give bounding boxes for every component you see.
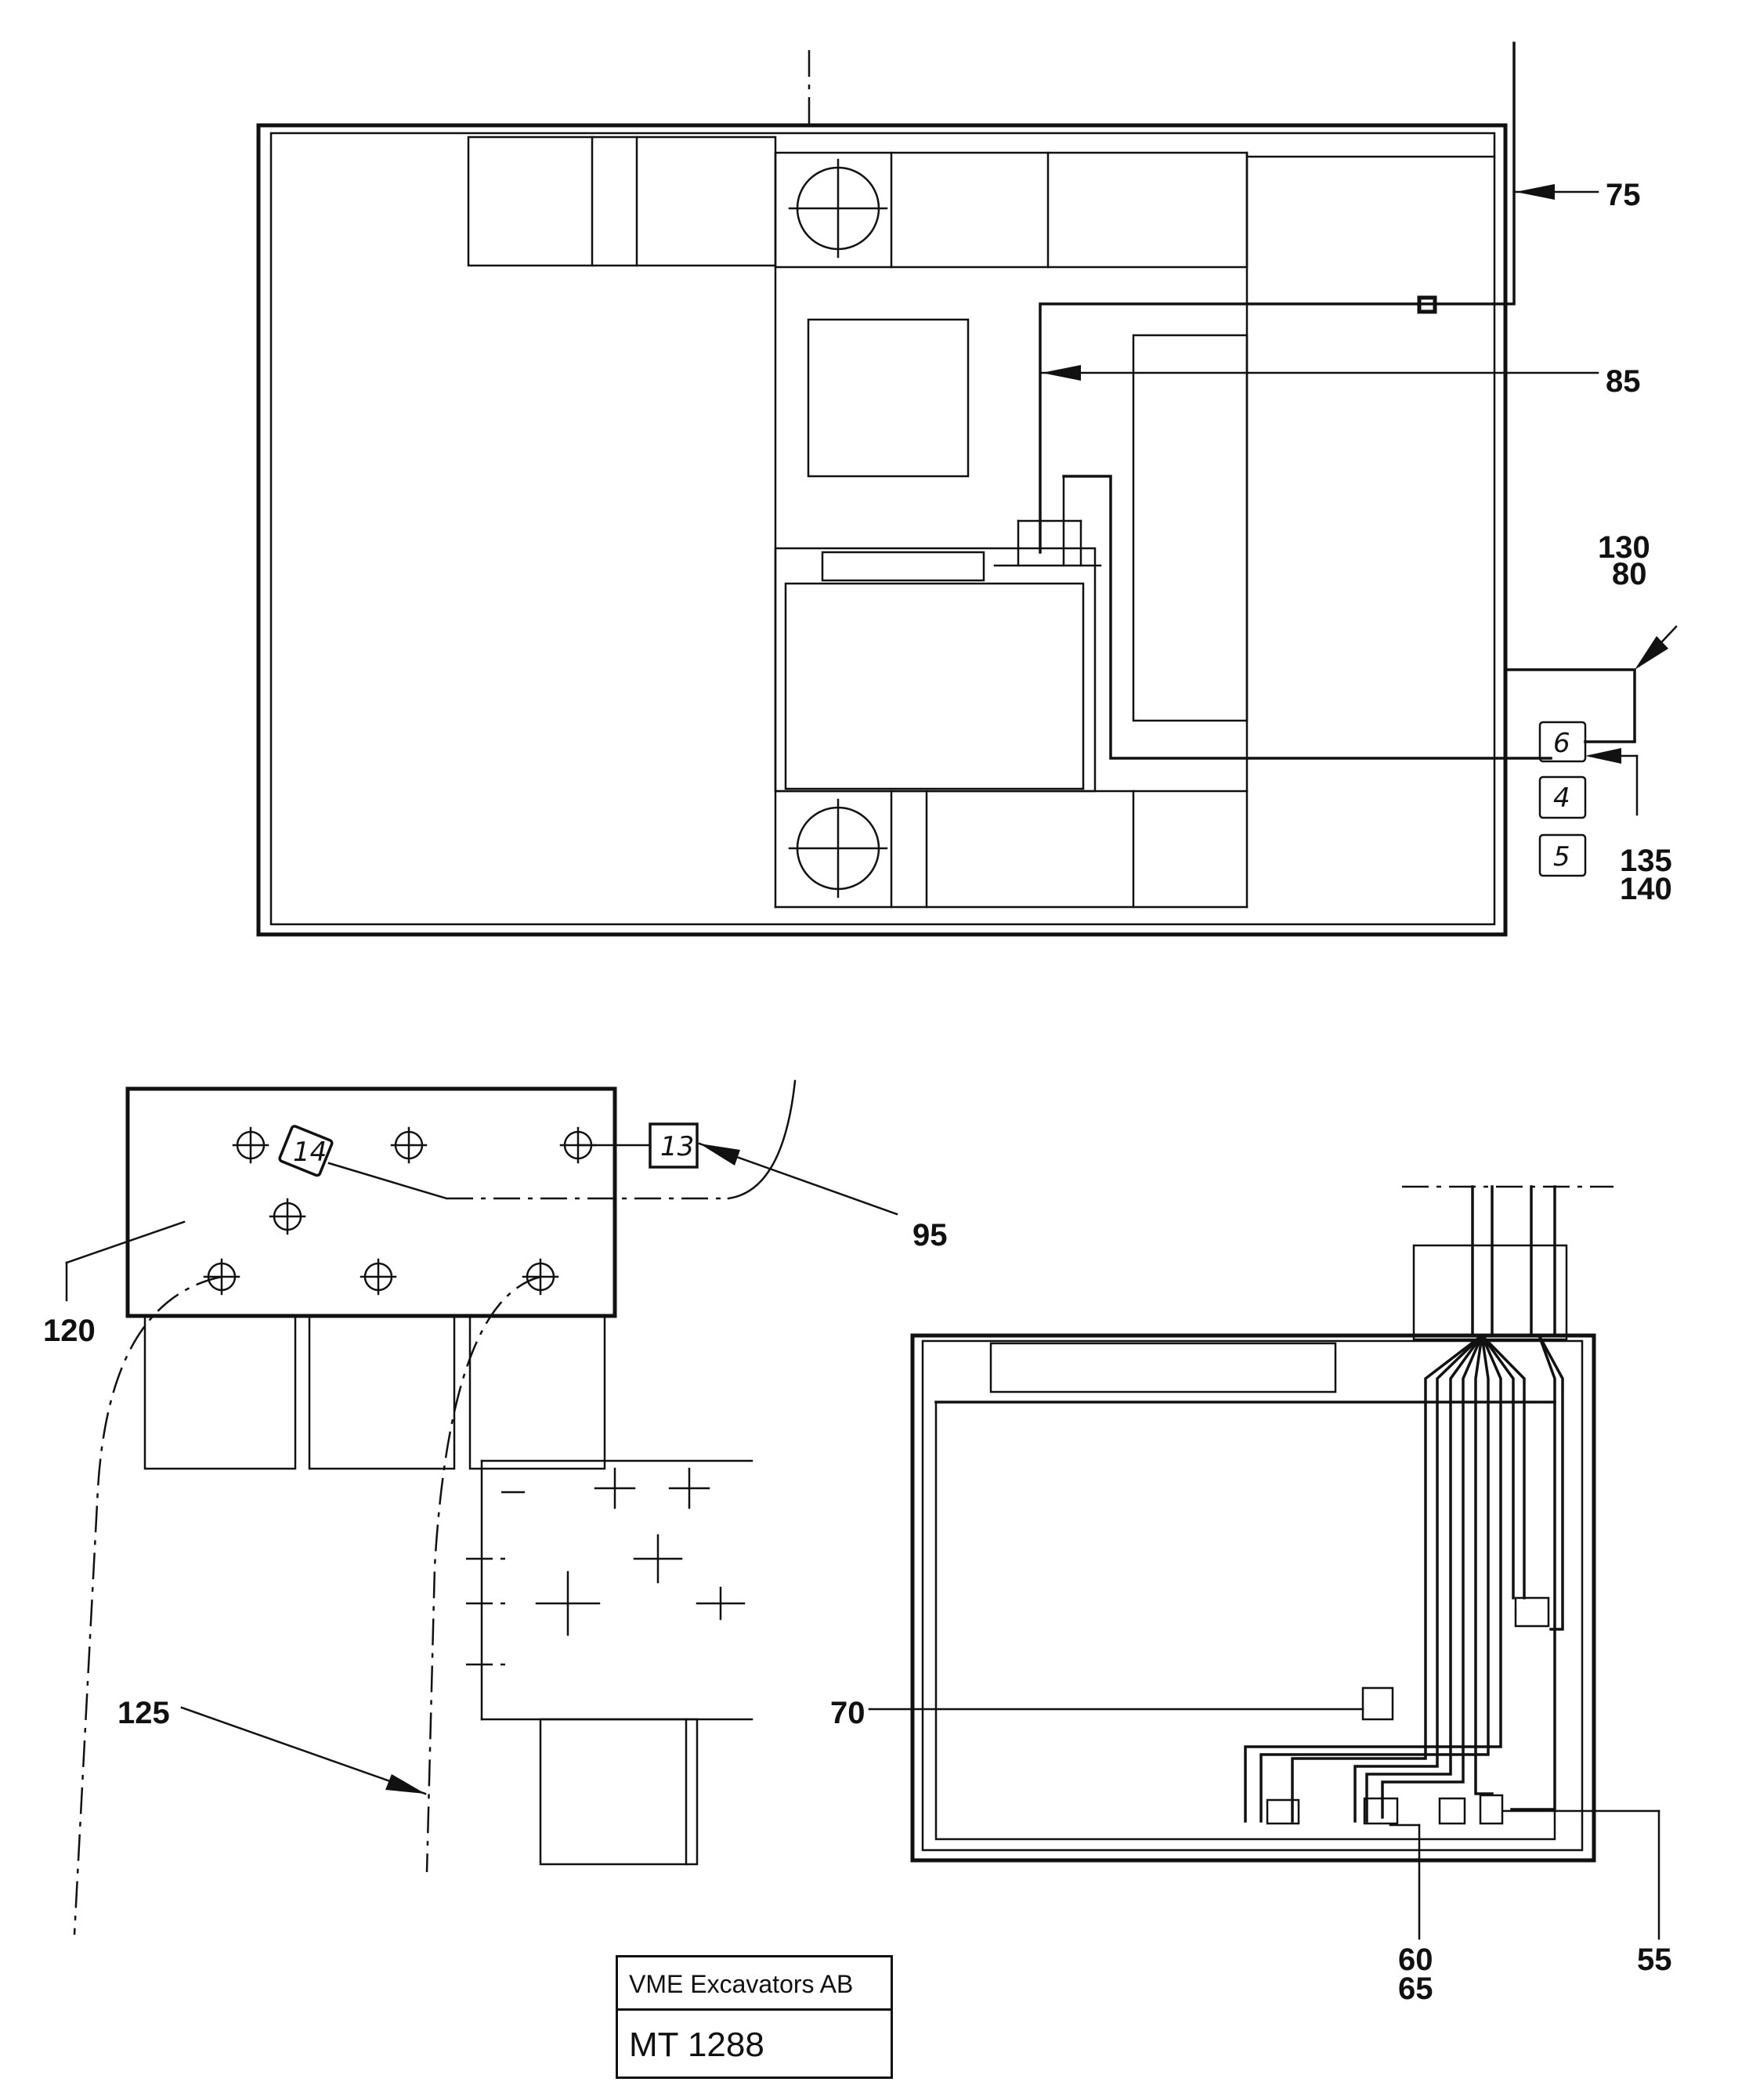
company-name: VME Excavators AB (618, 1957, 891, 2011)
relay-panel-view: 14 13 (73, 1079, 797, 1936)
relay-6-label: 6 (1553, 728, 1570, 759)
callout-75: 75 (1606, 178, 1641, 212)
leader-lines (65, 184, 1678, 1940)
mount-hole (390, 1126, 428, 1164)
cabinet-wiring-view (910, 1185, 1613, 1863)
callout-95: 95 (912, 1218, 948, 1252)
title-block: VME Excavators AB MT 1288 (616, 1955, 893, 2079)
callout-70: 70 (830, 1696, 865, 1730)
relay-14-label: 14 (293, 1137, 327, 1168)
document-number: MT 1288 (629, 2026, 764, 2064)
top-electrical-box: 6 4 5 (256, 42, 1636, 937)
callout-125: 125 (117, 1696, 170, 1730)
mount-hole (269, 1198, 306, 1235)
callout-120: 120 (43, 1314, 96, 1348)
relay-5-label: 5 (1553, 841, 1570, 873)
callout-140: 140 (1620, 872, 1672, 906)
callout-labels: 75 85 130 80 135 140 95 120 125 70 60 65… (43, 178, 1672, 2006)
callout-135: 135 (1620, 844, 1672, 878)
callout-60: 60 (1398, 1943, 1433, 1977)
mount-hole (360, 1258, 397, 1296)
callout-130: 130 (1598, 530, 1650, 565)
callout-80: 80 (1612, 557, 1647, 591)
callout-55: 55 (1637, 1943, 1672, 1977)
mount-hole (232, 1126, 269, 1164)
relay-4-label: 4 (1553, 783, 1570, 814)
callout-85: 85 (1606, 364, 1641, 399)
callout-65: 65 (1398, 1972, 1433, 2006)
relay-13-label: 13 (660, 1131, 694, 1162)
